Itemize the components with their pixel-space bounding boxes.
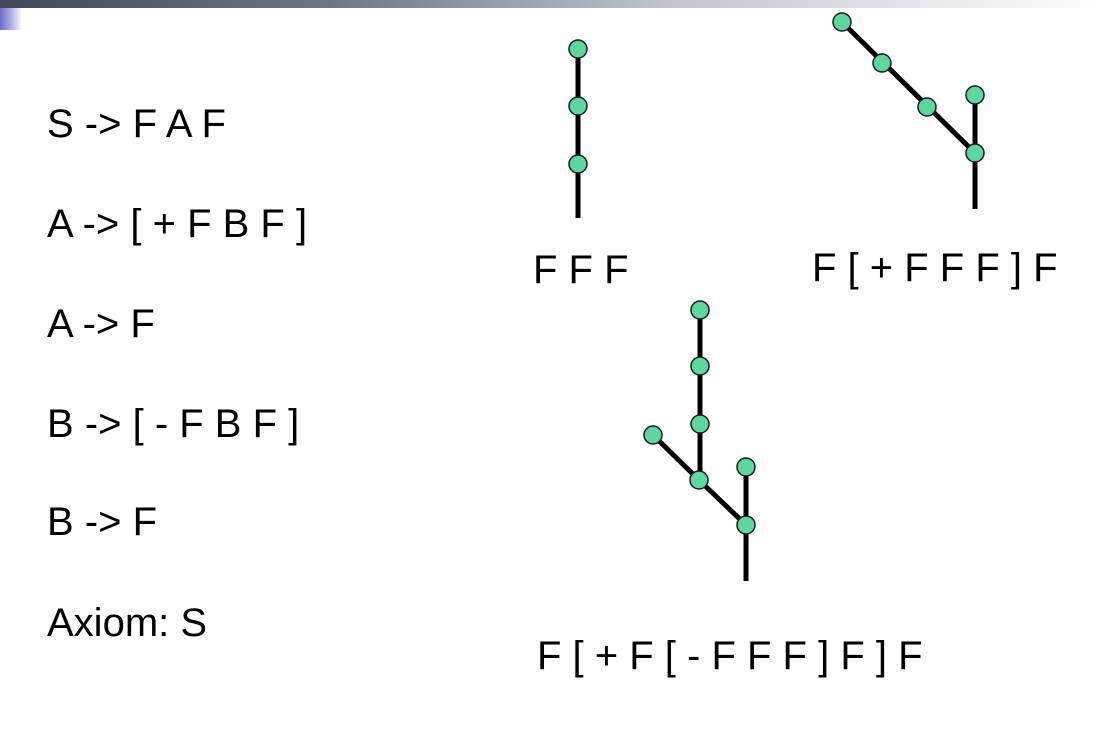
branch-segment: [697, 478, 748, 527]
caption-branch: F [ + F F F ] F: [812, 246, 1058, 290]
branch-segment: [651, 433, 701, 482]
rule-a-branch: A -> [ + F B F ]: [47, 202, 308, 246]
rule-a-terminal: A -> F: [47, 302, 155, 346]
branch-segment: [840, 20, 977, 155]
node: [689, 470, 709, 490]
node: [736, 515, 756, 535]
rule-s: S -> F A F: [47, 102, 226, 146]
node: [917, 97, 937, 117]
title-bar-gradient: [0, 0, 1108, 8]
diagram-branch: [832, 12, 985, 209]
node: [568, 96, 588, 116]
node: [690, 356, 710, 376]
node: [690, 300, 710, 320]
corner-accent: [0, 8, 22, 30]
node: [643, 425, 663, 445]
node: [568, 39, 588, 59]
caption-nested-branch: F [ + F [ - F F F ] F ] F: [537, 634, 923, 678]
node: [872, 53, 892, 73]
node: [690, 414, 710, 434]
node: [568, 154, 588, 174]
node: [832, 12, 852, 32]
node: [965, 85, 985, 105]
diagram-fff: [568, 39, 588, 218]
axiom: Axiom: S: [47, 601, 208, 645]
rule-b-branch: B -> [ - F B F ]: [47, 402, 300, 446]
diagram-nested-branch: [643, 300, 756, 581]
caption-fff: F F F: [533, 248, 629, 292]
rule-b-terminal: B -> F: [47, 500, 158, 544]
node: [736, 457, 756, 477]
node: [965, 143, 985, 163]
